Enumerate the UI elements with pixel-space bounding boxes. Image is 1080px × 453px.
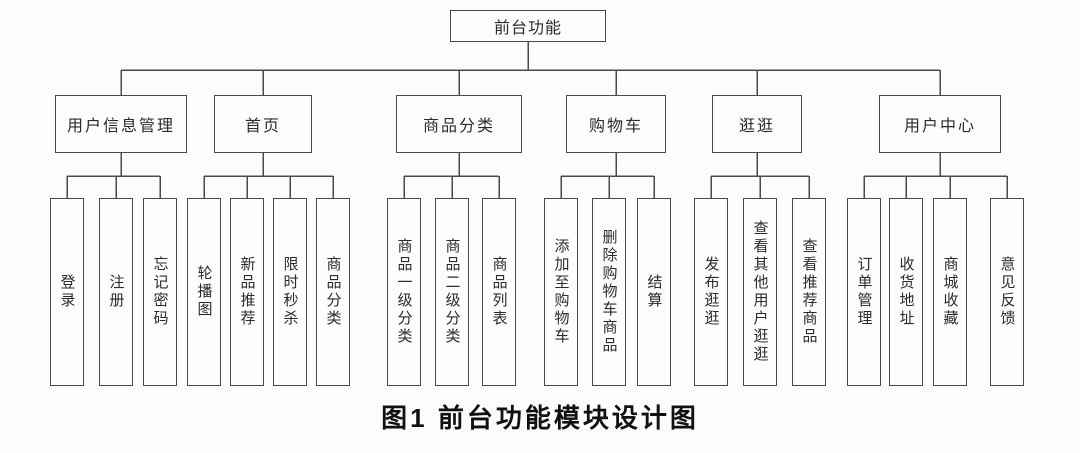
leaf-checkout: 结算 (637, 198, 671, 386)
leaf-login: 登录 (50, 198, 84, 386)
leaf-add-to-cart: 添加至购物车 (544, 198, 578, 386)
leaf-publish-post: 发布逛逛 (694, 198, 728, 386)
leaf-level1-category: 商品一级分类 (387, 198, 421, 386)
node-user-center: 用户中心 (879, 95, 1001, 153)
leaf-register: 注册 (99, 198, 133, 386)
node-user-info-management: 用户信息管理 (55, 95, 187, 153)
leaf-product-list: 商品列表 (482, 198, 516, 386)
leaf-flash-sale: 限时秒杀 (273, 198, 307, 386)
leaf-view-others-posts: 查看其他用户逛逛 (743, 198, 777, 386)
node-browse: 逛逛 (712, 95, 802, 153)
node-product-category: 商品分类 (396, 95, 522, 153)
leaf-mall-favorites: 商城收藏 (933, 198, 967, 386)
leaf-view-recommended: 查看推荐商品 (792, 198, 826, 386)
leaf-new-product-recommend: 新品推荐 (230, 198, 264, 386)
leaf-remove-cart-item: 删除购物车商品 (592, 198, 626, 386)
node-root: 前台功能 (450, 10, 606, 42)
node-home: 首页 (214, 95, 312, 153)
node-cart: 购物车 (566, 95, 666, 153)
leaf-feedback: 意见反馈 (990, 198, 1024, 386)
figure-caption: 图1 前台功能模块设计图 (381, 403, 699, 433)
leaf-product-category: 商品分类 (316, 198, 350, 386)
leaf-carousel: 轮播图 (187, 198, 221, 386)
leaf-shipping-address: 收货地址 (889, 198, 923, 386)
leaf-order-management: 订单管理 (847, 198, 881, 386)
leaf-forgot-password: 忘记密码 (143, 198, 177, 386)
leaf-level2-category: 商品二级分类 (435, 198, 469, 386)
